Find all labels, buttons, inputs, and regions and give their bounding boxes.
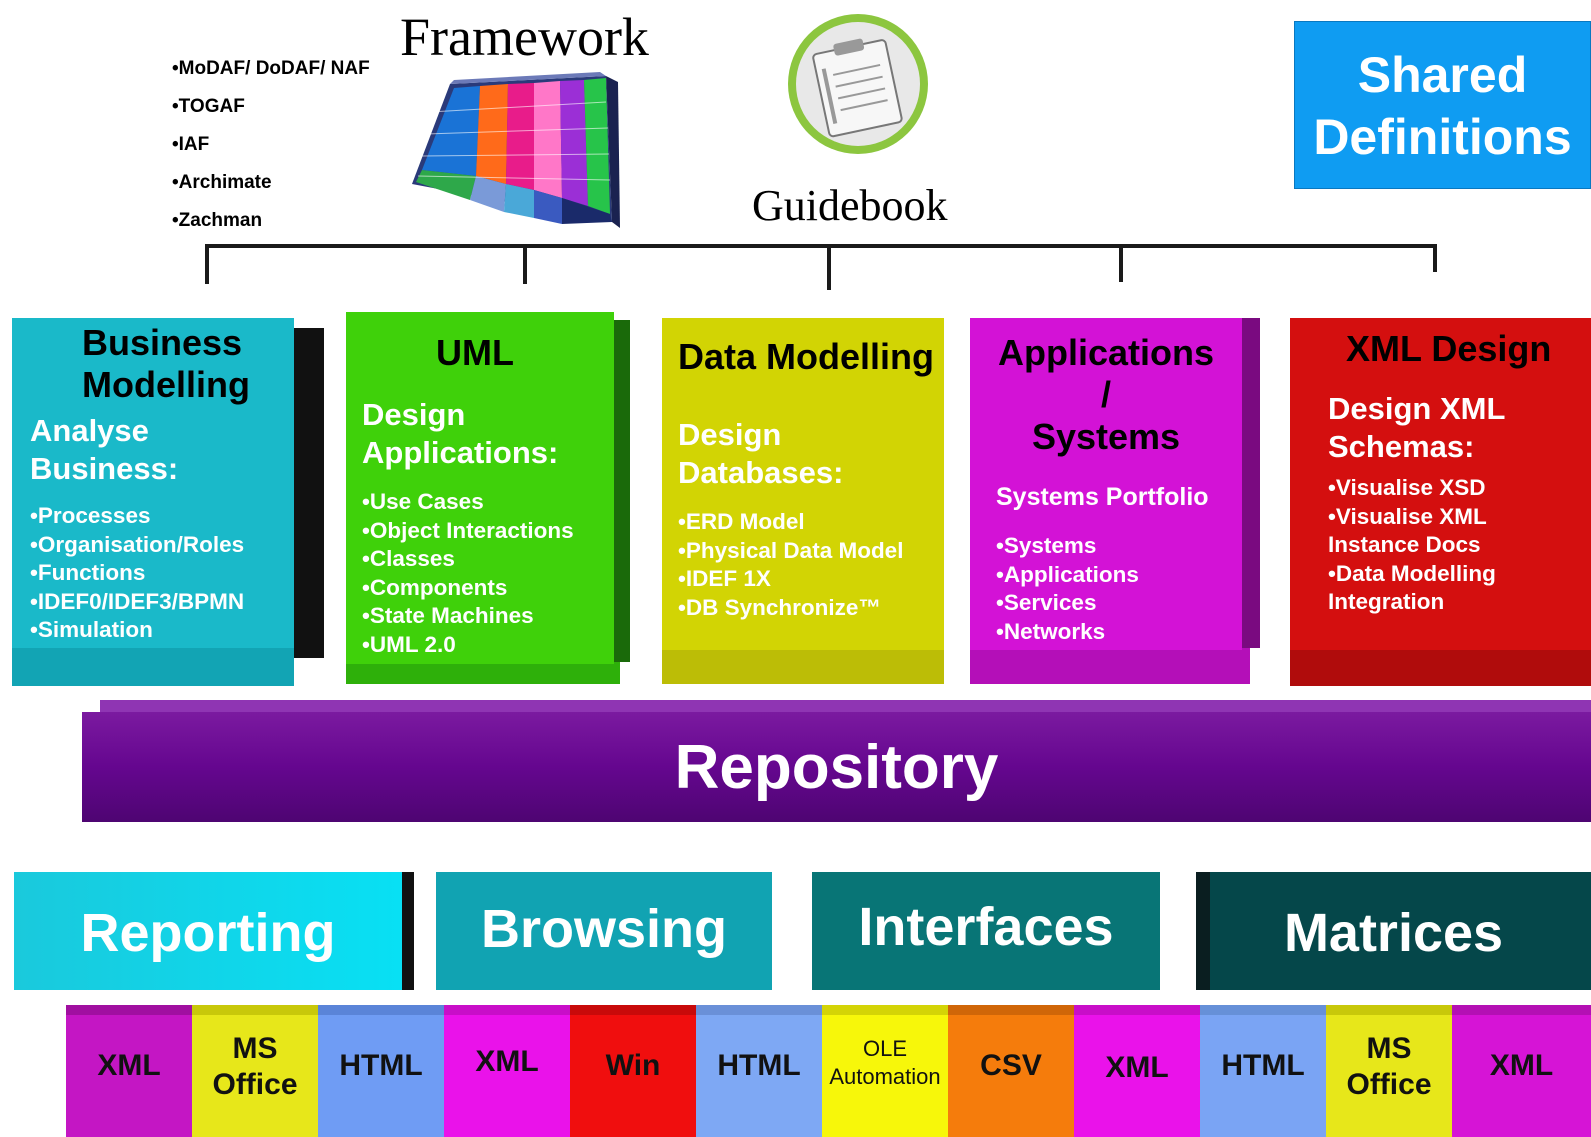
- format-label: XML: [1489, 1049, 1554, 1082]
- shared-definitions-line2: Definitions: [1313, 109, 1572, 165]
- box-list-item: •Services: [996, 590, 1097, 615]
- format-block: HTML: [1200, 1005, 1326, 1137]
- framework-title: Framework: [400, 7, 649, 67]
- box-list-item: •Physical Data Model: [678, 537, 904, 563]
- shared-definitions-box: Shared Definitions: [1294, 21, 1591, 189]
- format-label: HTML: [339, 1049, 423, 1082]
- box-list-item: •Networks: [996, 618, 1106, 644]
- framework-item: •TOGAF: [172, 96, 245, 117]
- reporting-bar: Reporting: [14, 872, 414, 990]
- format-block: MS Office: [1326, 1005, 1452, 1137]
- framework-item: •IAF: [172, 134, 210, 155]
- box-list-item: •Visualise XML: [1328, 503, 1487, 529]
- format-label: Office: [1346, 1068, 1432, 1101]
- box-list-item: •Classes: [362, 546, 455, 571]
- format-label: MS: [232, 1032, 278, 1065]
- box-list-item: •IDEF 1X: [678, 566, 771, 591]
- format-block: XML: [66, 1005, 192, 1137]
- box-list-item: •Data Modelling: [1328, 560, 1496, 586]
- framework-cube-icon: [412, 72, 620, 228]
- guidebook-clipboard-icon: [788, 14, 928, 154]
- format-label: XML: [1105, 1051, 1169, 1084]
- browsing-bar: Browsing: [436, 872, 772, 990]
- capability-label: Interfaces: [858, 897, 1114, 957]
- format-block: HTML: [318, 1005, 444, 1137]
- box-title-line: XML Design: [1346, 328, 1552, 369]
- business-modelling-box: Business Modelling Analyse Business: •Pr…: [12, 318, 324, 686]
- shared-definitions-line1: Shared: [1357, 47, 1528, 103]
- box-list-item: •Functions: [30, 560, 146, 585]
- format-block: Win: [570, 1005, 696, 1137]
- box-list-item: •Use Cases: [362, 489, 484, 514]
- box-subtitle-line: Design: [678, 417, 782, 452]
- box-list-item: •Systems: [996, 533, 1097, 558]
- framework-item: •Zachman: [172, 210, 263, 231]
- box-list-item: •Applications: [996, 561, 1139, 587]
- box-title-line: /: [1100, 374, 1111, 415]
- box-subtitle-line: Business:: [30, 451, 179, 486]
- box-subtitle-line: Design XML: [1328, 391, 1506, 426]
- box-title-line: Systems: [1031, 416, 1181, 457]
- box-list-item: •Components: [362, 574, 508, 600]
- applications-systems-box: Applications / Systems Systems Portfolio…: [970, 318, 1260, 684]
- box-list-item: •ERD Model: [678, 509, 805, 534]
- interfaces-bar: Interfaces: [812, 872, 1160, 990]
- box-title-line: UML: [436, 332, 514, 373]
- format-block: XML: [1074, 1005, 1200, 1137]
- box-list-item: •UML 2.0: [362, 631, 456, 657]
- capability-label: Matrices: [1283, 903, 1504, 963]
- uml-box: UML Design Applications: •Use Cases •Obj…: [346, 312, 630, 684]
- box-subtitle-line: Databases:: [678, 455, 844, 490]
- xml-design-box: XML Design Design XML Schemas: •Visualis…: [1290, 318, 1591, 686]
- capability-label: Reporting: [80, 903, 336, 963]
- format-block: HTML: [696, 1005, 822, 1137]
- box-list-item: •DB Synchronize™: [678, 594, 881, 620]
- box-list-item: •State Machines: [362, 603, 534, 628]
- framework-item: •MoDAF/ DoDAF/ NAF: [172, 58, 370, 79]
- capability-label: Browsing: [480, 899, 727, 959]
- format-block: MS Office: [192, 1005, 318, 1137]
- repository-top-face: [100, 700, 1591, 714]
- box-list-item: •Organisation/Roles: [30, 531, 245, 557]
- format-label: Win: [605, 1049, 661, 1082]
- box-title-line: Data Modelling: [678, 336, 935, 377]
- box-list-item: •IDEF0/IDEF3/BPMN: [30, 588, 245, 614]
- data-modelling-box: Data Modelling Design Databases: •ERD Mo…: [662, 318, 944, 684]
- box-subtitle-line: Analyse: [30, 413, 149, 448]
- box-list-item: •Processes: [30, 503, 151, 528]
- format-label: OLE: [862, 1036, 908, 1061]
- box-list-item: •Visualise XSD: [1328, 475, 1486, 500]
- format-block: XML: [1452, 1005, 1591, 1137]
- box-title-line: Business: [82, 322, 243, 363]
- box-subtitle-line: Applications:: [362, 435, 559, 470]
- format-block: CSV: [948, 1005, 1074, 1137]
- box-title-line: Modelling: [82, 364, 250, 405]
- format-block: XML: [444, 1005, 570, 1137]
- format-label: XML: [475, 1045, 539, 1078]
- format-label: MS: [1366, 1032, 1412, 1065]
- format-label: XML: [97, 1049, 161, 1082]
- guidebook-title: Guidebook: [752, 181, 948, 230]
- box-subtitle-line: Systems Portfolio: [996, 483, 1209, 511]
- box-list-item: •Object Interactions: [362, 517, 574, 543]
- format-label: Office: [212, 1068, 298, 1101]
- format-block: OLE Automation: [822, 1005, 948, 1137]
- box-list-item: Integration: [1328, 589, 1445, 614]
- format-label: HTML: [1221, 1049, 1305, 1082]
- matrices-bar: Matrices: [1196, 872, 1591, 990]
- box-subtitle-line: Schemas:: [1328, 429, 1475, 464]
- box-list-item: •Simulation: [30, 617, 153, 642]
- format-label: Automation: [829, 1064, 941, 1089]
- box-subtitle-line: Design: [362, 397, 466, 432]
- repository-label: Repository: [674, 733, 999, 802]
- repository-bar: Repository: [82, 712, 1591, 822]
- box-list-item: Instance Docs: [1328, 532, 1481, 557]
- box-title-line: Applications: [997, 332, 1215, 373]
- format-label: CSV: [980, 1049, 1042, 1082]
- format-label: HTML: [717, 1049, 801, 1082]
- framework-item: •Archimate: [172, 172, 272, 193]
